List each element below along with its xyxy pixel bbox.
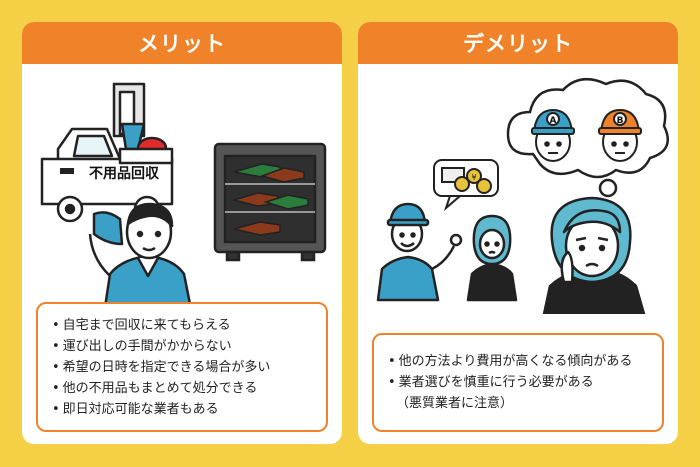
wine-fridge-icon [213, 142, 327, 262]
demerit-note: （悪質業者に注意） [396, 396, 514, 411]
merit-list: 自宅まで回収に来てもらえる 運び出しの手間がかからない 希望の日時を指定できる場… [52, 315, 312, 420]
merit-item: 自宅まで回収に来てもらえる [52, 315, 312, 336]
money-bubble-icon [433, 159, 499, 212]
worker-person [88, 202, 194, 314]
worried-woman-small [466, 214, 518, 302]
demerit-item: 他の方法より費用が高くなる傾向がある [388, 351, 648, 372]
cap-b-letter: B [617, 116, 624, 126]
demerit-title: デメリット [358, 22, 678, 64]
merit-title: メリット [22, 22, 342, 64]
worker-a-face [531, 108, 575, 162]
cap-a-letter: A [550, 116, 557, 126]
demerit-list: 他の方法より費用が高くなる傾向がある 業者選びを慎重に行う必要がある [388, 351, 648, 393]
truck-icon [40, 82, 174, 223]
truck-sign: 不用品回収 [89, 165, 160, 182]
merit-panel: メリット 不用品回収 [22, 22, 342, 444]
merit-item: 希望の日時を指定できる場合が多い [52, 357, 312, 378]
worker-b-face [598, 108, 642, 162]
demerit-illustration: A B ¥ [376, 77, 669, 314]
waving-worker-person [376, 202, 463, 302]
thought-cloud-icon [506, 77, 669, 211]
merit-item: 運び出しの手間がかからない [52, 336, 312, 357]
merit-illustration: 不用品回収 [40, 82, 327, 314]
merit-item: 即日対応可能な業者もある [52, 399, 312, 420]
worried-woman-large [542, 196, 646, 314]
merit-list-box: 自宅まで回収に来てもらえる 運び出しの手間がかからない 希望の日時を指定できる場… [36, 302, 328, 432]
truck-sign-marker [60, 168, 74, 174]
demerit-list-box: 他の方法より費用が高くなる傾向がある 業者選びを慎重に行う必要がある （悪質業者… [372, 333, 664, 432]
merit-item: 他の不用品もまとめて処分できる [52, 378, 312, 399]
demerit-item: 業者選びを慎重に行う必要がある [388, 372, 648, 393]
demerit-panel: デメリット A B [358, 22, 678, 444]
yen-symbol: ¥ [471, 173, 476, 182]
